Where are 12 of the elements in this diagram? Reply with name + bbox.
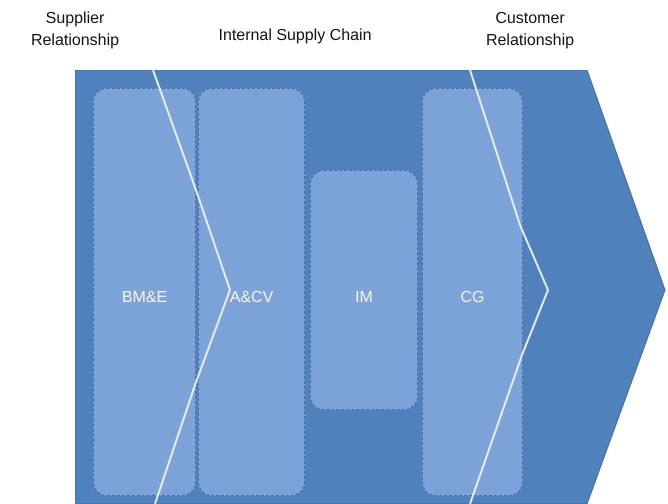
box-label: BM&E — [120, 289, 168, 307]
rounded-box — [310, 170, 418, 410]
heading-label: Customer Relationship — [484, 9, 576, 51]
heading-label: Supplier Relationship — [30, 9, 120, 51]
box-label: IM — [354, 289, 374, 307]
rounded-box — [422, 88, 523, 496]
chevron-arrow-shape — [75, 70, 668, 504]
box-label: A&CV — [228, 289, 274, 307]
box-label: CG — [460, 289, 486, 307]
rounded-box — [93, 88, 196, 496]
heading-label: Internal Supply Chain — [218, 26, 372, 46]
rounded-box — [198, 88, 305, 496]
